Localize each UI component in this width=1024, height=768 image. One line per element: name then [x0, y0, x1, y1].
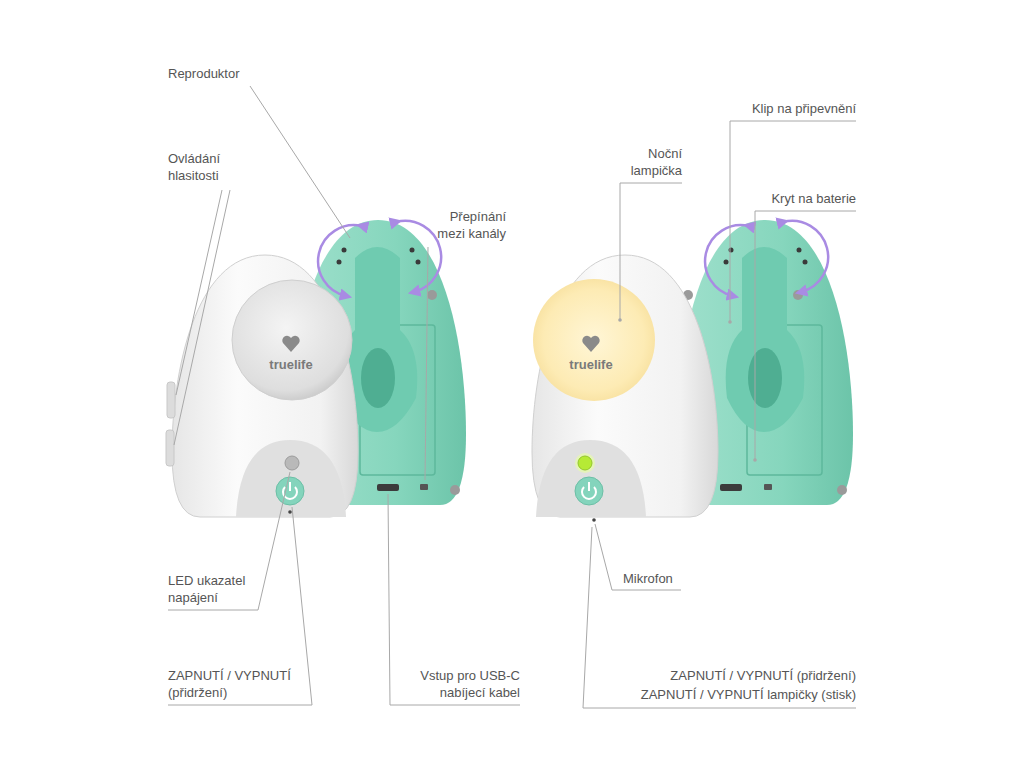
leader-line	[425, 247, 428, 480]
parent-unit-back	[342, 248, 347, 253]
parent-unit-back	[427, 290, 437, 300]
baby-unit-front	[578, 456, 592, 470]
parent-unit-front	[282, 336, 299, 352]
part-label: Reproduktor	[168, 65, 240, 82]
parent-unit-front	[289, 482, 291, 491]
parent-unit-back	[377, 484, 399, 491]
parent-unit-back	[396, 221, 441, 292]
parent-unit-front	[236, 440, 346, 517]
part-label: Mikrofon	[623, 570, 673, 587]
baby-unit-front	[592, 518, 596, 522]
leader-line	[168, 472, 290, 610]
baby-unit-back	[729, 248, 734, 253]
part-label: ZAPNUTÍ / VYPNUTÍ (přidržení)	[168, 667, 308, 701]
part-label: ZAPNUTÍ / VYPNUTÍ lampičky (stisk)	[641, 686, 856, 703]
leader-line	[755, 211, 856, 460]
leader-line	[595, 524, 681, 590]
baby-unit-front	[575, 477, 603, 505]
baby-unit-front	[532, 255, 718, 522]
baby-unit-back	[726, 247, 805, 432]
parent-unit-back	[420, 484, 428, 490]
parent-unit-front	[167, 382, 175, 418]
parent-unit-back	[361, 348, 395, 408]
baby-unit-back	[803, 260, 808, 265]
parent-unit-front	[166, 255, 358, 517]
part-label: Ovládání hlasitosti	[168, 150, 248, 184]
parent-unit-back	[416, 260, 421, 265]
parent-unit-front	[172, 255, 358, 517]
baby-unit-back	[724, 260, 729, 265]
leader-line	[730, 121, 856, 322]
parent-unit-front	[232, 280, 352, 400]
parent-unit-back	[318, 225, 362, 296]
parent-unit-back	[450, 485, 460, 495]
leader-dot	[618, 318, 622, 322]
leader-line	[176, 190, 222, 395]
parent-unit-back	[410, 248, 415, 253]
baby-unit-back	[764, 484, 772, 490]
parent-unit-front	[285, 456, 299, 470]
parent-unit-front	[288, 510, 292, 514]
part-label: Kryt na baterie	[771, 190, 856, 207]
leader-line	[174, 190, 230, 445]
leader-line	[583, 527, 856, 708]
part-label: Vstup pro USB-C nabíjecí kabel	[402, 667, 520, 701]
baby-unit-back	[837, 485, 847, 495]
baby-unit-front	[536, 440, 646, 517]
part-label: LED ukazatel napájení	[168, 572, 268, 606]
leader-line	[250, 86, 350, 238]
part-label: Klip na připevnění	[752, 100, 856, 117]
leader-line	[168, 507, 312, 705]
baby-unit-front	[582, 336, 599, 352]
parent-unit-front	[276, 477, 304, 505]
leader-line	[168, 86, 856, 708]
baby-unit-back	[783, 221, 828, 292]
baby-unit-back	[720, 484, 742, 491]
parent-unit-back	[337, 260, 342, 265]
baby-unit-front	[575, 453, 595, 473]
baby-unit-front	[533, 279, 655, 401]
leader-dot	[618, 318, 757, 462]
baby-unit-front	[532, 255, 718, 517]
baby-unit-front	[588, 482, 590, 491]
parent-unit-front	[166, 430, 174, 466]
leader-dot	[728, 320, 732, 324]
part-label: Přepínání mezi kanály	[421, 208, 506, 242]
part-label: ZAPNUTÍ / VYPNUTÍ (přidržení)	[670, 667, 856, 684]
brand-logo: truelife	[569, 356, 612, 373]
leader-line	[620, 183, 682, 320]
part-label: Noční lampička	[610, 145, 682, 179]
leader-dot	[753, 458, 757, 462]
baby-unit-back	[748, 348, 782, 408]
baby-unit-back	[797, 248, 802, 253]
baby-unit-back	[705, 225, 749, 296]
brand-logo: truelife	[269, 356, 312, 373]
leader-line	[388, 494, 520, 705]
